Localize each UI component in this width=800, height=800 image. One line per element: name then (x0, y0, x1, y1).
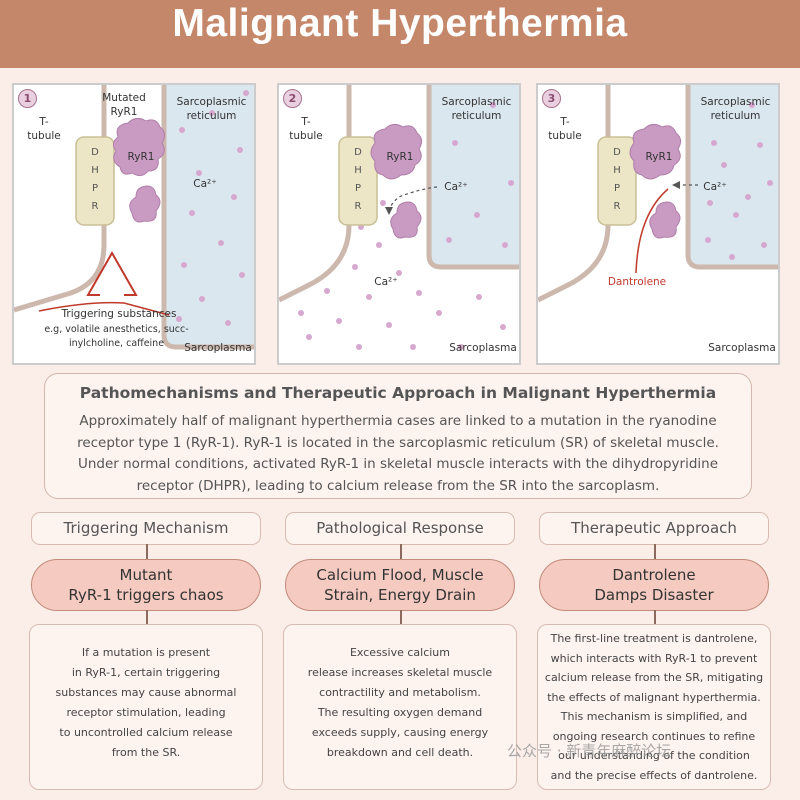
connector-line (400, 544, 402, 559)
pill-line: Damps Disaster (594, 586, 714, 604)
triggering-substances-examples: e.g, volatile anesthetics, succ- inylcho… (44, 324, 189, 349)
connector-line (146, 610, 148, 624)
calcium-label: Ca²⁺ (703, 181, 727, 193)
column-header-pathological: Pathological Response (285, 512, 515, 545)
step-number-badge: 2 (283, 89, 302, 108)
dhpr-letter: R (613, 201, 621, 212)
sarcoplasmic-reticulum-label: Sarcoplasmic reticulum (176, 96, 247, 122)
dhpr-letter: P (354, 183, 362, 194)
dhpr-letter: H (613, 165, 621, 176)
description-line: to uncontrolled calcium release (59, 726, 233, 739)
dhpr-letter: D (91, 147, 99, 158)
description-pathological: Excessive calcium release increases skel… (283, 624, 517, 790)
calcium-label: Ca²⁺ (193, 178, 217, 190)
pill-line: Strain, Energy Drain (324, 586, 476, 604)
step-number-badge: 1 (18, 89, 37, 108)
description-line: which interacts with RyR-1 to prevent (550, 651, 758, 665)
column-header-therapeutic: Therapeutic Approach (539, 512, 769, 545)
mutated-ryr1-label: Mutated RyR1 (102, 92, 146, 118)
pill-triggering: Mutant RyR-1 triggers chaos (31, 559, 261, 611)
sarcoplasma-label: Sarcoplasma (708, 342, 776, 354)
description-line: The first-line treatment is dantrolene, (550, 632, 758, 645)
sarcoplasmic-reticulum-label: Sarcoplasmic reticulum (441, 96, 512, 122)
dhpr-letter: D (613, 147, 621, 158)
panel-2-illustration (279, 85, 519, 350)
pill-line: Dantrolene (612, 566, 696, 584)
sarcoplasma-label: Sarcoplasma (449, 342, 517, 354)
pill-line: Calcium Flood, Muscle (316, 566, 484, 584)
description-line: calcium release from the SR, mitigating (544, 671, 764, 684)
connector-line (400, 610, 402, 624)
panel-1-normal-trigger: 1 T- tubule Mutated RyR1 Sarcoplasmic re… (12, 83, 256, 365)
description-therapeutic: The first-line treatment is dantrolene, … (537, 624, 771, 790)
description-line: in RyR-1, certain triggering (71, 666, 221, 679)
description-line: the effects of malignant hyperthermia. (547, 690, 761, 704)
triggering-substances-title: Triggering substances (61, 308, 177, 320)
pill-line: Mutant (119, 566, 173, 584)
description-line: substances may cause abnormal (55, 686, 237, 699)
t-tubule-label: T- tubule (27, 116, 61, 142)
summary-body: Approximately half of malignant hyperthe… (77, 413, 719, 494)
dhpr-letter: R (91, 201, 99, 212)
calcium-label: Ca²⁺ (444, 181, 468, 193)
description-line: and the precise effects of dantrolene. (550, 768, 758, 782)
ryr1-label: RyR1 (127, 151, 155, 163)
column-header-triggering: Triggering Mechanism (31, 512, 261, 545)
dhpr-letter: H (354, 165, 362, 176)
t-tubule-label: T- tubule (289, 116, 323, 142)
dhpr-letter: H (91, 165, 99, 176)
summary-heading: Pathomechanisms and Therapeutic Approach… (79, 384, 717, 402)
title-banner (0, 0, 800, 68)
description-line: ongoing research continues to refine (552, 729, 756, 743)
t-tubule-label: T- tubule (548, 116, 582, 142)
calcium-released-label: Ca²⁺ (374, 276, 398, 288)
description-line: exceeds supply, causing energy (311, 726, 489, 739)
dhpr-letter: D (354, 147, 362, 158)
dhpr-letter: R (354, 201, 362, 212)
description-line: contractility and metabolism. (319, 686, 481, 699)
description-line: If a mutation is present (81, 646, 211, 659)
wechat-watermark: 公众号 · 新青年麻醉论坛 (507, 742, 672, 760)
panel-1-illustration (14, 85, 254, 350)
description-line: receptor stimulation, leading (66, 706, 226, 719)
page-title: Malignant Hyperthermia (172, 2, 628, 45)
dantrolene-label: Dantrolene (607, 276, 667, 288)
connector-line (146, 544, 148, 559)
step-number-badge: 3 (542, 89, 561, 108)
description-line: our understanding of the condition (558, 749, 750, 762)
panel-3-dantrolene: 3 T- tubule Sarcoplasmic reticulum RyR1 … (536, 83, 780, 365)
pill-line: RyR-1 triggers chaos (68, 586, 224, 604)
pill-therapeutic: Dantrolene Damps Disaster (539, 559, 769, 611)
connector-line (654, 610, 656, 624)
ryr1-label: RyR1 (386, 151, 414, 163)
description-line: from the SR. (111, 746, 181, 759)
sarcoplasmic-reticulum-label: Sarcoplasmic reticulum (700, 96, 771, 122)
description-line: release increases skeletal muscle (307, 666, 493, 679)
description-line: breakdown and cell death. (326, 746, 474, 759)
pill-pathological: Calcium Flood, Muscle Strain, Energy Dra… (285, 559, 515, 611)
description-line: Excessive calcium (349, 646, 450, 659)
connector-line (654, 544, 656, 559)
panel-2-calcium-release: 2 T- tubule Sarcoplasmic reticulum RyR1 … (277, 83, 521, 365)
summary-box: Pathomechanisms and Therapeutic Approach… (44, 373, 752, 499)
dhpr-letter: P (91, 183, 99, 194)
description-line: This mechanism is simplified, and (560, 710, 748, 723)
description-triggering: If a mutation is present in RyR-1, certa… (29, 624, 263, 790)
sarcoplasma-label: Sarcoplasma (184, 342, 252, 354)
description-line: The resulting oxygen demand (317, 706, 483, 719)
ryr1-label: RyR1 (645, 151, 673, 163)
panel-3-illustration (538, 85, 778, 303)
dhpr-letter: P (613, 183, 621, 194)
